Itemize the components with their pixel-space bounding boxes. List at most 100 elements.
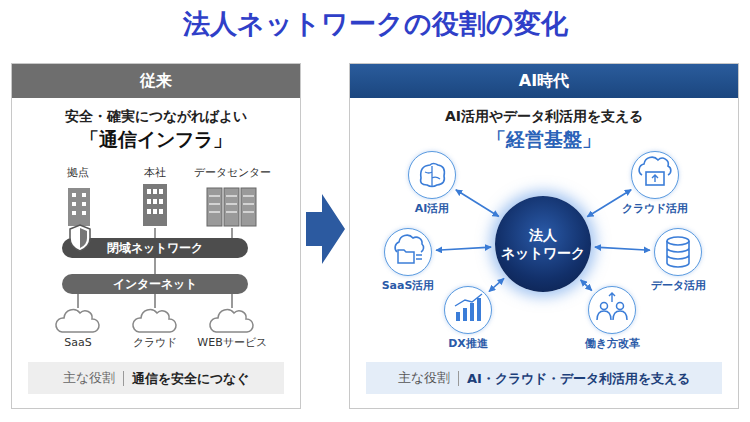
connector <box>231 294 233 308</box>
use-case-label: AI活用 <box>392 202 472 216</box>
use-case-circle: AI活用 <box>392 151 472 217</box>
upload-arrow <box>652 175 658 182</box>
role-heading: 主な役割 <box>63 369 115 387</box>
branch-building <box>68 188 90 226</box>
folder-icon <box>398 250 414 263</box>
window <box>72 202 76 206</box>
network-band: 閉域ネットワーク <box>62 238 248 258</box>
window <box>153 199 157 204</box>
connector <box>154 258 156 274</box>
window <box>82 202 86 206</box>
use-case-circle: クラウド活用 <box>615 151 695 217</box>
band-label: インターネット <box>62 274 248 294</box>
use-case-label-area: 働き方改革 <box>572 337 652 351</box>
window <box>159 199 163 204</box>
service-cloud: SaaS <box>52 308 104 352</box>
panel-header: AI時代 <box>350 64 738 98</box>
connector <box>154 228 156 238</box>
use-case-label-area: DX推進 <box>428 337 508 351</box>
use-case-label: クラウド活用 <box>615 202 695 216</box>
server-rack <box>241 188 256 226</box>
role-heading: 主な役割 <box>398 369 450 387</box>
connector <box>456 190 499 217</box>
use-case-ring <box>408 151 456 199</box>
connector <box>581 280 592 291</box>
use-case-ring <box>654 228 702 276</box>
window <box>72 193 76 197</box>
connector <box>154 294 156 308</box>
hub-circle: 法人 ネットワーク <box>495 196 591 292</box>
chart-bar <box>470 303 474 321</box>
brain-icon <box>421 164 445 187</box>
panel-heading: AI時代 <box>350 64 738 98</box>
site-icon: データセンター <box>190 166 274 228</box>
connector <box>436 247 491 250</box>
connector <box>231 228 233 238</box>
service-cloud: WEBサービス <box>192 308 272 352</box>
use-case-label-area: AI活用 <box>392 202 472 216</box>
chart-bar <box>477 298 481 321</box>
cloud-label: クラウド <box>125 336 185 350</box>
panel-theme: 「経営基盤」 <box>350 127 738 153</box>
server-rack <box>224 188 239 226</box>
use-case-ring <box>631 151 679 199</box>
era-panel: 従来安全・確実につながればよい「通信インフラ」拠点本社データセンター閉域ネットワ… <box>12 64 300 408</box>
site-icon: 本社 <box>132 166 178 228</box>
use-case-label-area: クラウド活用 <box>615 202 695 216</box>
panel-header: 従来 <box>12 64 300 98</box>
role-box: 主な役割通信を安全につなぐ <box>28 362 284 394</box>
transition-arrow <box>306 194 345 264</box>
screen-icon <box>646 172 664 185</box>
panel-subtitle: AI活用やデータ利活用を支える <box>350 108 738 126</box>
network-band: インターネット <box>62 274 248 294</box>
shield-half <box>80 228 87 248</box>
panel-theme: 「通信インフラ」 <box>12 127 300 153</box>
rack-slots <box>209 196 254 212</box>
use-case-label: DX推進 <box>428 337 508 351</box>
person-body <box>597 311 627 320</box>
service-cloud: クラウド <box>125 308 185 352</box>
role-text: 通信を安全につなぐ <box>123 371 249 386</box>
database-top <box>667 237 689 245</box>
cloud-label-area: WEBサービス <box>192 336 272 350</box>
cloud-icon <box>56 310 99 332</box>
use-case-circle: データ活用 <box>638 228 718 294</box>
use-case-ring <box>588 286 636 334</box>
role-text: AI・クラウド・データ利活用を支える <box>458 371 690 386</box>
security-shield <box>70 225 90 251</box>
connector <box>587 190 631 217</box>
band-label: 閉域ネットワーク <box>62 238 248 258</box>
brain-folds <box>425 166 440 186</box>
improve-arrow <box>609 293 615 302</box>
cloud-icon <box>639 157 671 175</box>
use-case-circle: 働き方改革 <box>572 286 652 352</box>
use-case-circle: SaaS活用 <box>368 228 448 294</box>
site-label: 本社 <box>132 166 178 180</box>
site-icon: 拠点 <box>55 166 101 228</box>
connector <box>77 294 79 308</box>
database-body <box>667 241 689 267</box>
cloud-label: SaaS <box>52 336 104 350</box>
window <box>82 211 86 215</box>
document-lines <box>416 255 422 259</box>
diagram-title: 法人ネットワークの役割の変化 <box>0 6 750 42</box>
site-label: データセンター <box>190 166 274 180</box>
use-case-label-area: SaaS活用 <box>368 279 448 293</box>
window <box>72 211 76 215</box>
use-case-circle: DX推進 <box>428 286 508 352</box>
use-case-label: データ活用 <box>638 279 718 293</box>
panel-heading: 従来 <box>12 64 300 98</box>
window <box>153 209 157 214</box>
site-label: 拠点 <box>55 166 101 180</box>
cloud-icon <box>395 235 423 252</box>
headquarters-building <box>143 184 167 226</box>
use-case-label: 働き方改革 <box>572 337 652 351</box>
window <box>159 189 163 194</box>
use-case-ring <box>444 286 492 334</box>
trend-line <box>455 294 482 306</box>
window <box>147 189 151 194</box>
person-head <box>601 303 608 310</box>
use-case-label: SaaS活用 <box>368 279 448 293</box>
era-panel: AI時代 AI活用やデータ利活用を支える「経営基盤」法人 ネットワーク AI活用 クラ… <box>350 64 738 408</box>
